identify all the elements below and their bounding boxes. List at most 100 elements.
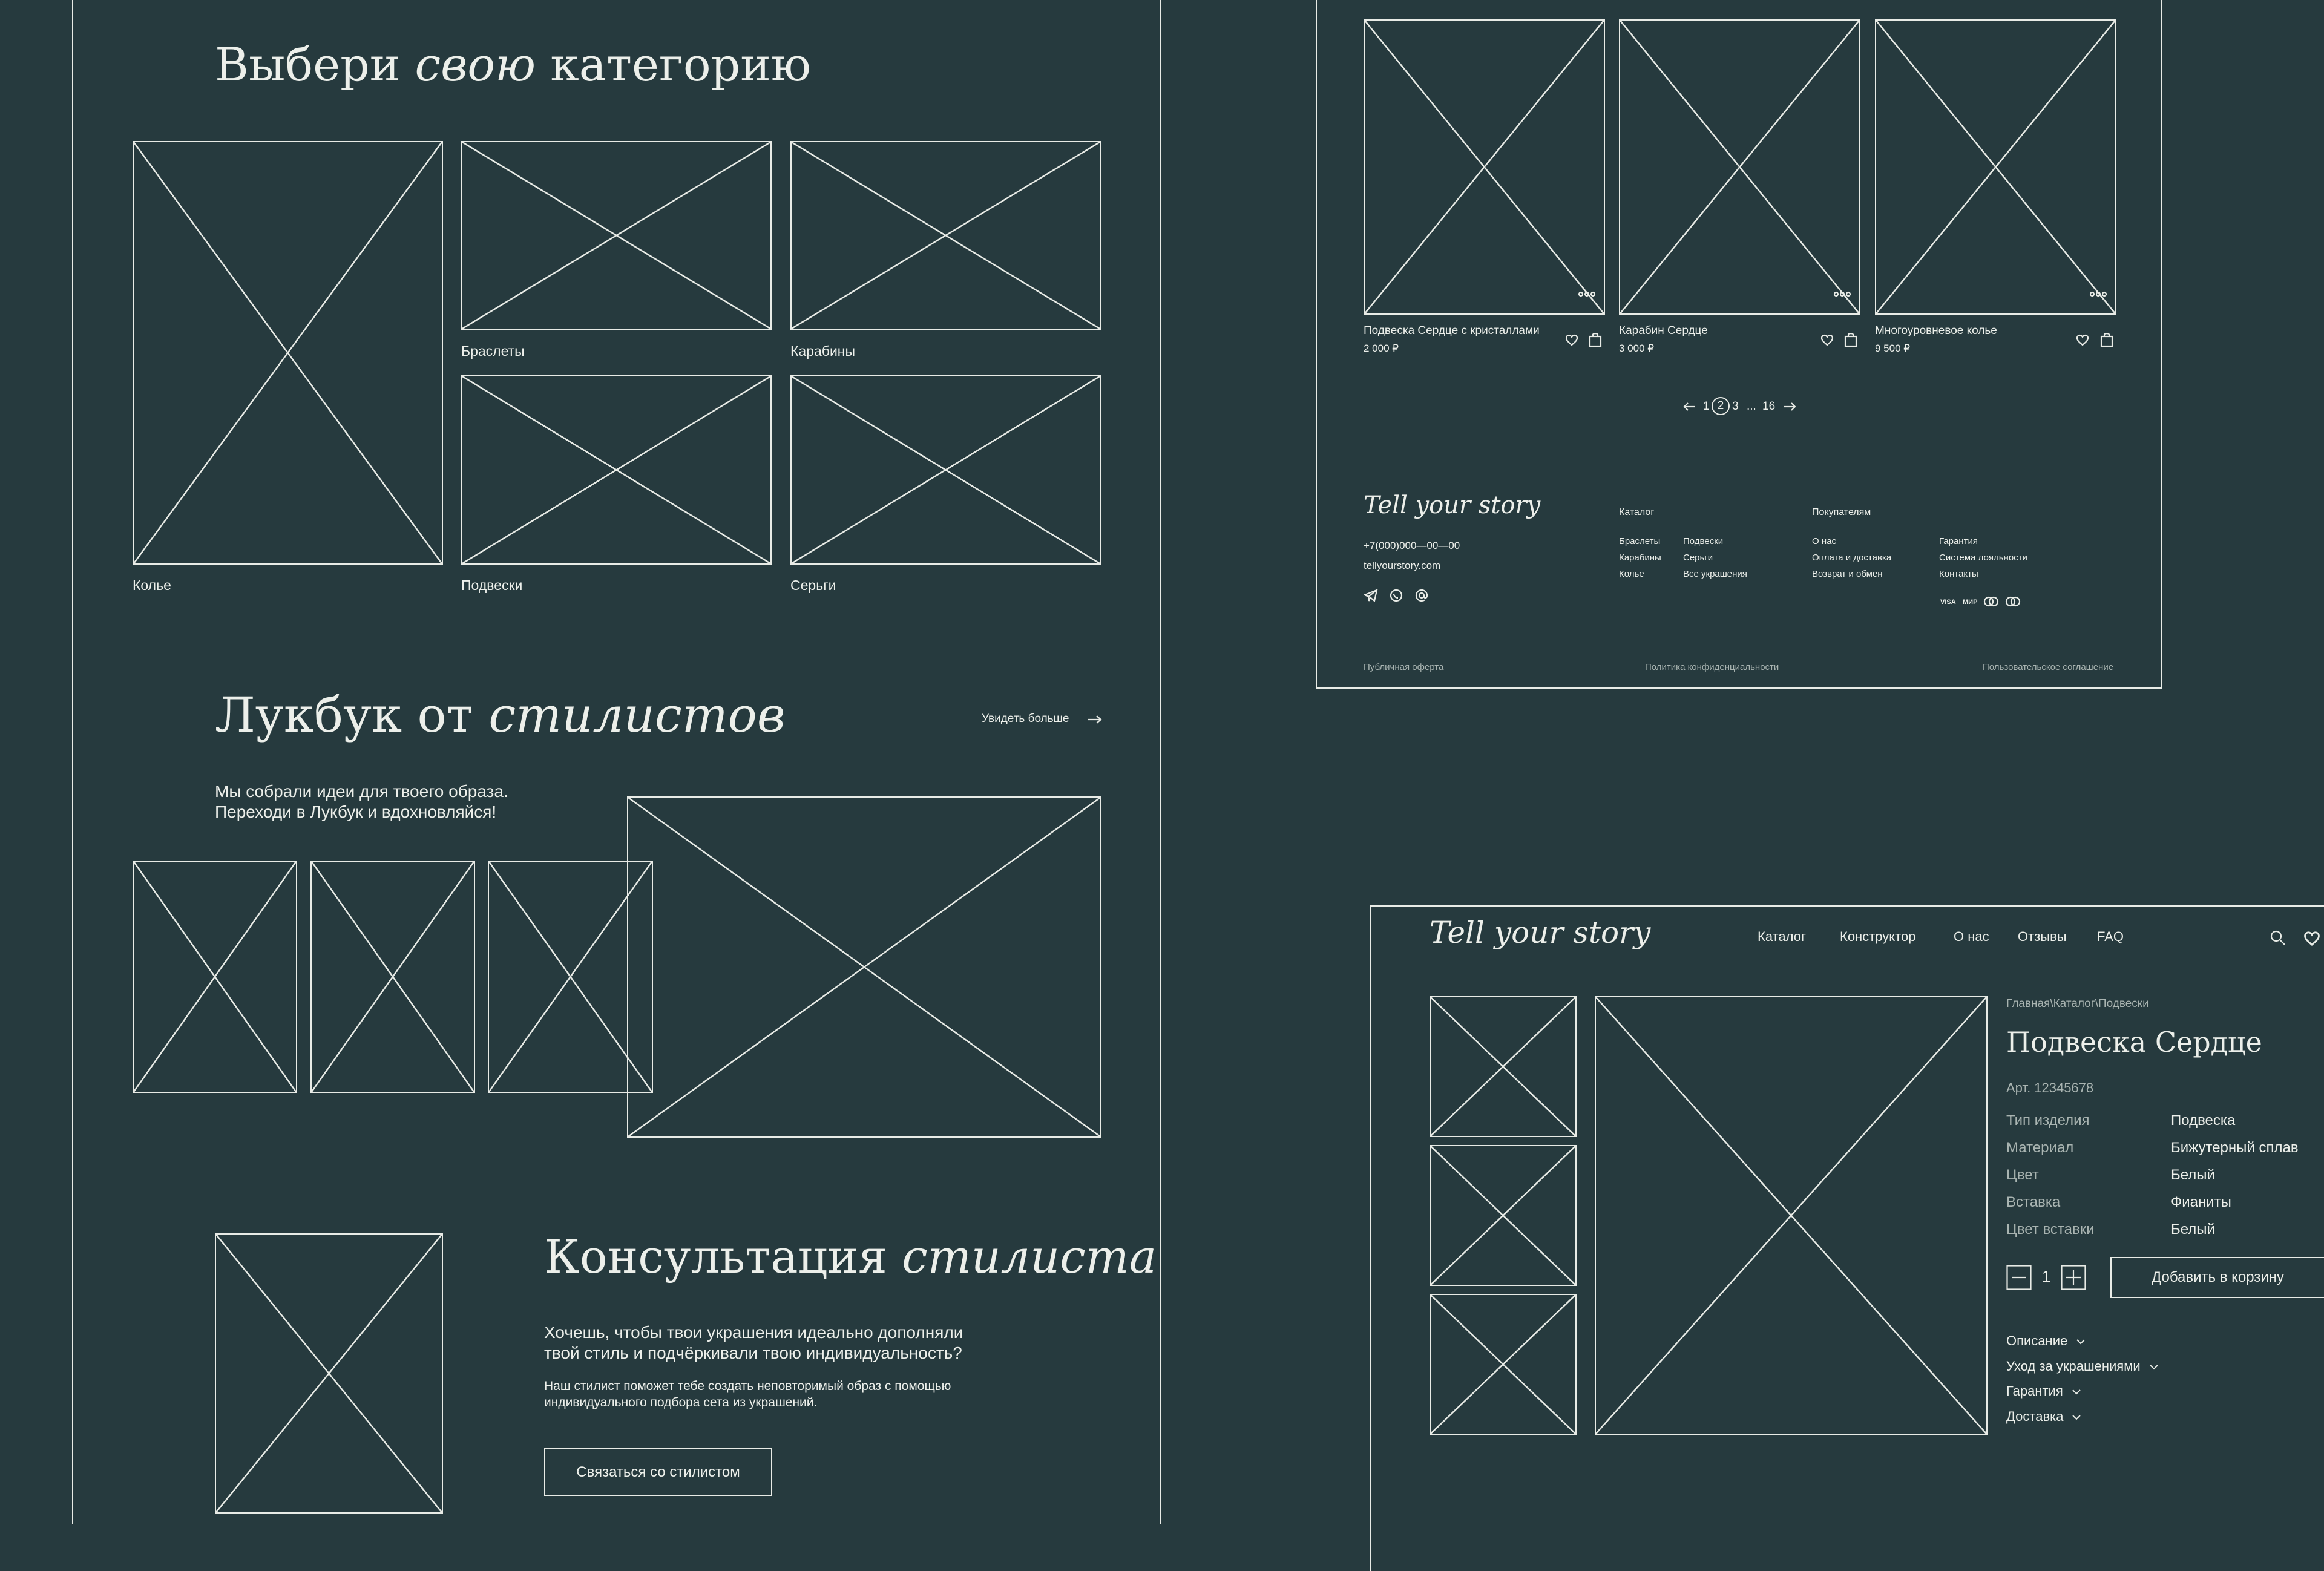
footer-link[interactable]: Все украшения: [1683, 569, 1747, 579]
category-image-necklace[interactable]: [133, 141, 443, 565]
accordion-description[interactable]: Описание: [2006, 1333, 2086, 1349]
footer-link[interactable]: Контакты: [1939, 569, 1978, 579]
consult-title: Консультация стилиста: [544, 1230, 1157, 1284]
pagination-prev-icon[interactable]: [1683, 402, 1696, 412]
cart-icon[interactable]: [1589, 332, 1602, 347]
spec-value: Фианиты: [2171, 1194, 2231, 1210]
chevron-down-icon: [2072, 1389, 2081, 1395]
heart-icon[interactable]: [2076, 334, 2089, 346]
spec-value: Бижутерный сплав: [2171, 1140, 2299, 1156]
product-image-1[interactable]: [1364, 19, 1605, 315]
quantity-decrease-button[interactable]: [2006, 1265, 2032, 1290]
consult-lead-line2: твой стиль и подчёркивали твою индивидуа…: [544, 1343, 962, 1362]
category-label-bracelets[interactable]: Браслеты: [461, 343, 525, 359]
slider-dots-icon[interactable]: [2089, 290, 2107, 298]
product-thumbnail-1[interactable]: [1430, 996, 1577, 1137]
nav-item-reviews[interactable]: Отзывы: [2018, 929, 2067, 944]
chevron-down-icon: [2072, 1415, 2081, 1420]
product-name[interactable]: Многоуровневое колье: [1875, 324, 1997, 337]
footer-link[interactable]: Подвески: [1683, 536, 1724, 546]
heart-icon[interactable]: [2303, 931, 2320, 946]
chevron-down-icon: [2076, 1339, 2085, 1345]
nav-item-faq[interactable]: FAQ: [2097, 929, 2124, 944]
footer-legal-offer[interactable]: Публичная оферта: [1364, 662, 1444, 672]
footer-phone[interactable]: +7(000)000—00—00: [1364, 540, 1460, 551]
spec-label: Цвет вставки: [2006, 1221, 2095, 1238]
lookbook-image-1[interactable]: [133, 861, 297, 1093]
telegram-icon[interactable]: [1364, 588, 1378, 603]
arrow-right-icon[interactable]: [1087, 713, 1103, 726]
spec-value: Подвеска: [2171, 1112, 2236, 1129]
category-label-earrings[interactable]: Серьги: [790, 577, 836, 593]
pagination-next-icon[interactable]: [1783, 402, 1796, 412]
footer-link[interactable]: Гарантия: [1939, 536, 1978, 546]
add-to-cart-button[interactable]: Добавить в корзину: [2110, 1257, 2324, 1298]
nav-item-catalog[interactable]: Каталог: [1758, 929, 1806, 944]
footer-link[interactable]: Система лояльности: [1939, 553, 2027, 563]
category-image-pendants[interactable]: [461, 375, 772, 565]
pagination-page-last[interactable]: 16: [1762, 400, 1776, 413]
category-image-bracelets[interactable]: [461, 141, 772, 330]
consult-body-line2: индивидуального подбора сета из украшени…: [544, 1396, 818, 1409]
accordion-warranty[interactable]: Гарантия: [2006, 1383, 2081, 1399]
search-icon[interactable]: [2270, 930, 2286, 946]
footer-link[interactable]: Оплата и доставка: [1812, 553, 1892, 563]
category-image-carabiners[interactable]: [790, 141, 1101, 330]
lookbook-image-2[interactable]: [310, 861, 475, 1093]
category-label-pendants[interactable]: Подвески: [461, 577, 523, 593]
footer-logo[interactable]: Tell your story: [1364, 491, 1541, 519]
product-page-frame: [1370, 905, 2324, 1571]
heart-icon[interactable]: [1820, 334, 1834, 346]
product-name[interactable]: Подвеска Сердце с кристаллами: [1364, 324, 1540, 337]
header-logo[interactable]: Tell your story: [1430, 915, 1651, 950]
lookbook-description-line2: Переходи в Лукбук и вдохновляйся!: [215, 802, 497, 821]
quantity-increase-button[interactable]: [2061, 1265, 2086, 1290]
spec-value: Белый: [2171, 1221, 2215, 1238]
footer-link[interactable]: Браслеты: [1619, 536, 1661, 546]
slider-dots-icon[interactable]: [1578, 290, 1596, 298]
chevron-down-icon: [2149, 1365, 2158, 1370]
category-label-carabiners[interactable]: Карабины: [790, 343, 856, 359]
consult-image: [215, 1233, 443, 1514]
footer-legal-privacy[interactable]: Политика конфиденциальности: [1645, 662, 1779, 672]
quantity-value[interactable]: 1: [2042, 1267, 2051, 1285]
footer-legal-terms[interactable]: Пользовательское соглашение: [1983, 662, 2114, 672]
slider-dots-icon[interactable]: [1833, 290, 1851, 298]
product-name[interactable]: Карабин Сердце: [1619, 324, 1708, 337]
lookbook-image-3[interactable]: [488, 861, 653, 1093]
email-icon[interactable]: [1414, 588, 1429, 603]
nav-item-constructor[interactable]: Конструктор: [1840, 929, 1916, 944]
category-label-necklace[interactable]: Колье: [133, 577, 171, 593]
product-price: 3 000 ₽: [1619, 343, 1655, 354]
see-more-link[interactable]: Увидеть больше: [982, 712, 1069, 725]
spec-label: Материал: [2006, 1140, 2074, 1156]
cart-icon[interactable]: [2100, 332, 2113, 347]
pagination-page-3[interactable]: 3: [1732, 400, 1739, 413]
nav-item-about[interactable]: О нас: [1954, 929, 1989, 944]
footer-link[interactable]: Серьги: [1683, 553, 1713, 563]
pagination-page-1[interactable]: 1: [1703, 400, 1710, 413]
product-image-3[interactable]: [1875, 19, 2116, 315]
product-thumbnail-3[interactable]: [1430, 1294, 1577, 1435]
lookbook-image-large[interactable]: [627, 796, 1101, 1138]
footer-site[interactable]: tellyourstory.com: [1364, 560, 1441, 571]
footer-link[interactable]: Возврат и обмен: [1812, 569, 1883, 579]
accordion-care[interactable]: Уход за украшениями: [2006, 1359, 2159, 1374]
whatsapp-icon[interactable]: [1389, 588, 1403, 603]
product-main-image[interactable]: [1595, 996, 1988, 1435]
category-image-earrings[interactable]: [790, 375, 1101, 565]
pagination-page-2-current[interactable]: 2: [1712, 397, 1730, 415]
product-thumbnail-2[interactable]: [1430, 1145, 1577, 1286]
product-image-2[interactable]: [1619, 19, 1860, 315]
footer-link[interactable]: Карабины: [1619, 553, 1661, 563]
product-price: 2 000 ₽: [1364, 343, 1399, 354]
contact-stylist-button[interactable]: Связаться со стилистом: [544, 1448, 772, 1496]
cart-icon[interactable]: [1844, 332, 1857, 347]
product-price: 9 500 ₽: [1875, 343, 1911, 354]
breadcrumb[interactable]: Главная\Каталог\Подвески: [2006, 997, 2149, 1010]
accordion-delivery[interactable]: Доставка: [2006, 1409, 2081, 1425]
footer-link[interactable]: О нас: [1812, 536, 1836, 546]
footer-link[interactable]: Колье: [1619, 569, 1644, 579]
spec-value: Белый: [2171, 1167, 2215, 1183]
heart-icon[interactable]: [1565, 334, 1578, 346]
